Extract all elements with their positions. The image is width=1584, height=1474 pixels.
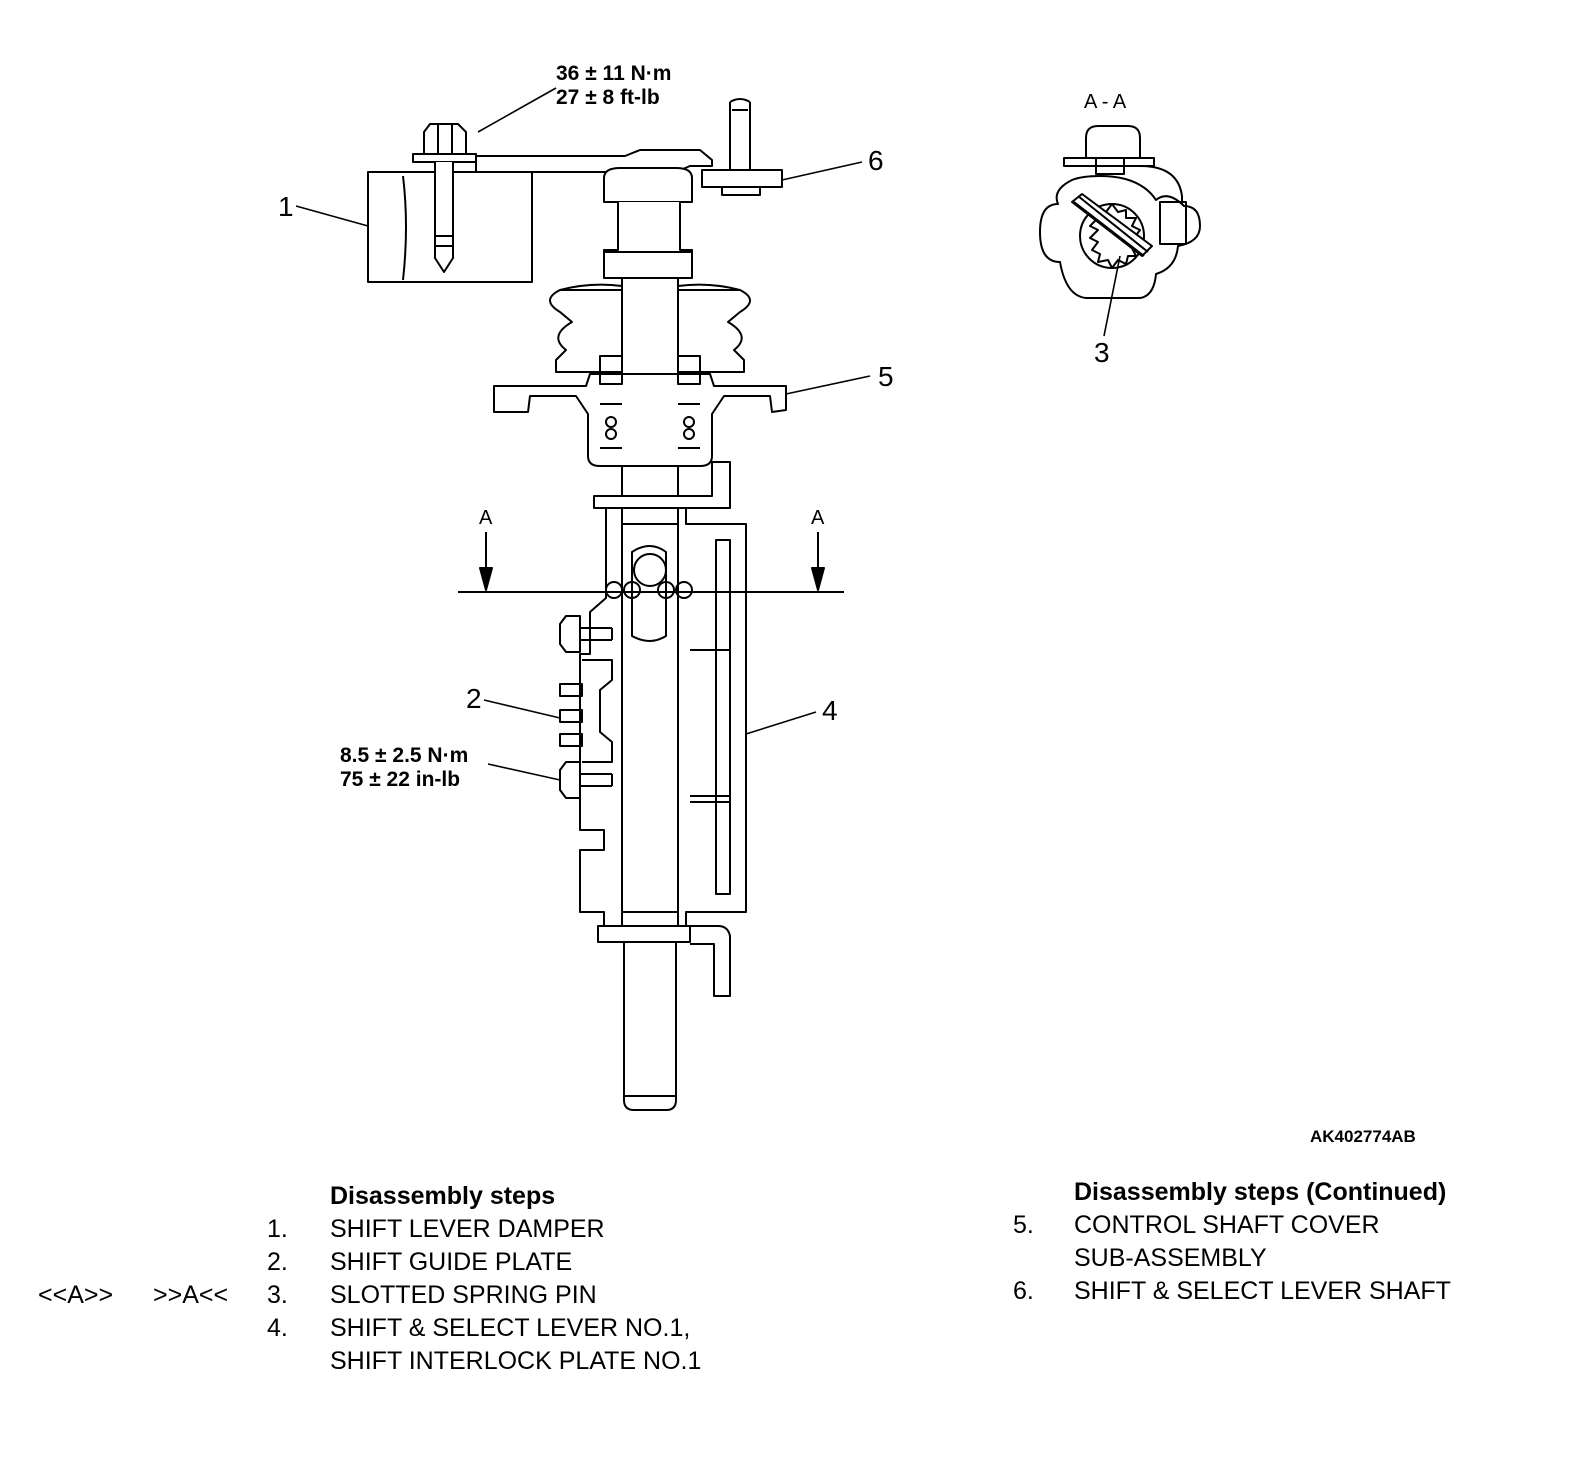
callout-5: 5 (878, 361, 894, 392)
step-row: 6. SHIFT & SELECT LEVER SHAFT (1000, 1275, 1560, 1308)
callout-3: 3 (1094, 337, 1110, 368)
section-arrow-left-label: A (479, 507, 493, 529)
step-row: 2. SHIFT GUIDE PLATE (0, 1246, 800, 1279)
step-number: 6. (1013, 1277, 1034, 1305)
steps-heading: Disassembly steps (330, 1182, 556, 1210)
section-arrow-right-label: A (811, 507, 825, 529)
shift-lever-damper (367, 123, 533, 283)
step-text: SHIFT & SELECT LEVER NO.1, (330, 1314, 691, 1342)
step-row-continued: SHIFT INTERLOCK PLATE NO.1 (0, 1345, 800, 1378)
figure-code: AK402774AB (1310, 1127, 1416, 1146)
shaft-head (603, 167, 693, 279)
step-number: 1. (267, 1215, 288, 1243)
step-text: SHIFT & SELECT LEVER SHAFT (1074, 1277, 1451, 1305)
step-row: 1. SHIFT LEVER DAMPER (0, 1213, 800, 1246)
installation-service-point-mark: >>A<< (153, 1281, 229, 1309)
step-text: SLOTTED SPRING PIN (330, 1281, 597, 1309)
step-text: SUB-ASSEMBLY (1074, 1244, 1267, 1272)
callout-4: 4 (822, 695, 838, 726)
section-view-a-a (1039, 125, 1201, 299)
section-view-title: A - A (1084, 91, 1127, 113)
step-row: <<A>> >>A<< 3. SLOTTED SPRING PIN (0, 1279, 800, 1312)
step-row: 4. SHIFT & SELECT LEVER NO.1, (0, 1312, 800, 1345)
section-cut-line (458, 532, 844, 593)
removal-service-point-mark: <<A>> (38, 1281, 114, 1309)
torque-top-imperial: 27 ± 8 ft-lb (556, 86, 660, 109)
step-number: 4. (267, 1314, 288, 1342)
callout-6: 6 (868, 145, 884, 176)
step-row-continued: SUB-ASSEMBLY (1000, 1242, 1560, 1275)
step-number: 3. (267, 1281, 288, 1309)
shift-select-lever-arm (475, 98, 783, 196)
step-text: CONTROL SHAFT COVER (1074, 1211, 1380, 1239)
step-text: SHIFT LEVER DAMPER (330, 1215, 605, 1243)
shift-guide-plate (559, 615, 613, 799)
steps-heading: Disassembly steps (Continued) (1074, 1178, 1447, 1206)
torque-mid-imperial: 75 ± 22 in-lb (340, 768, 460, 791)
shift-select-lever-housing (579, 461, 747, 997)
callout-1: 1 (278, 191, 294, 222)
leader-lines (295, 87, 1121, 781)
torque-top-metric: 36 ± 11 N·m (556, 62, 671, 85)
torque-mid-metric: 8.5 ± 2.5 N·m (340, 744, 468, 767)
control-shaft-cover (493, 283, 787, 467)
step-row: 5. CONTROL SHAFT COVER (1000, 1209, 1560, 1242)
step-number: 5. (1013, 1211, 1034, 1239)
step-text: SHIFT INTERLOCK PLATE NO.1 (330, 1347, 702, 1375)
step-text: SHIFT GUIDE PLATE (330, 1248, 573, 1276)
step-number: 2. (267, 1248, 288, 1276)
callout-2: 2 (466, 683, 482, 714)
